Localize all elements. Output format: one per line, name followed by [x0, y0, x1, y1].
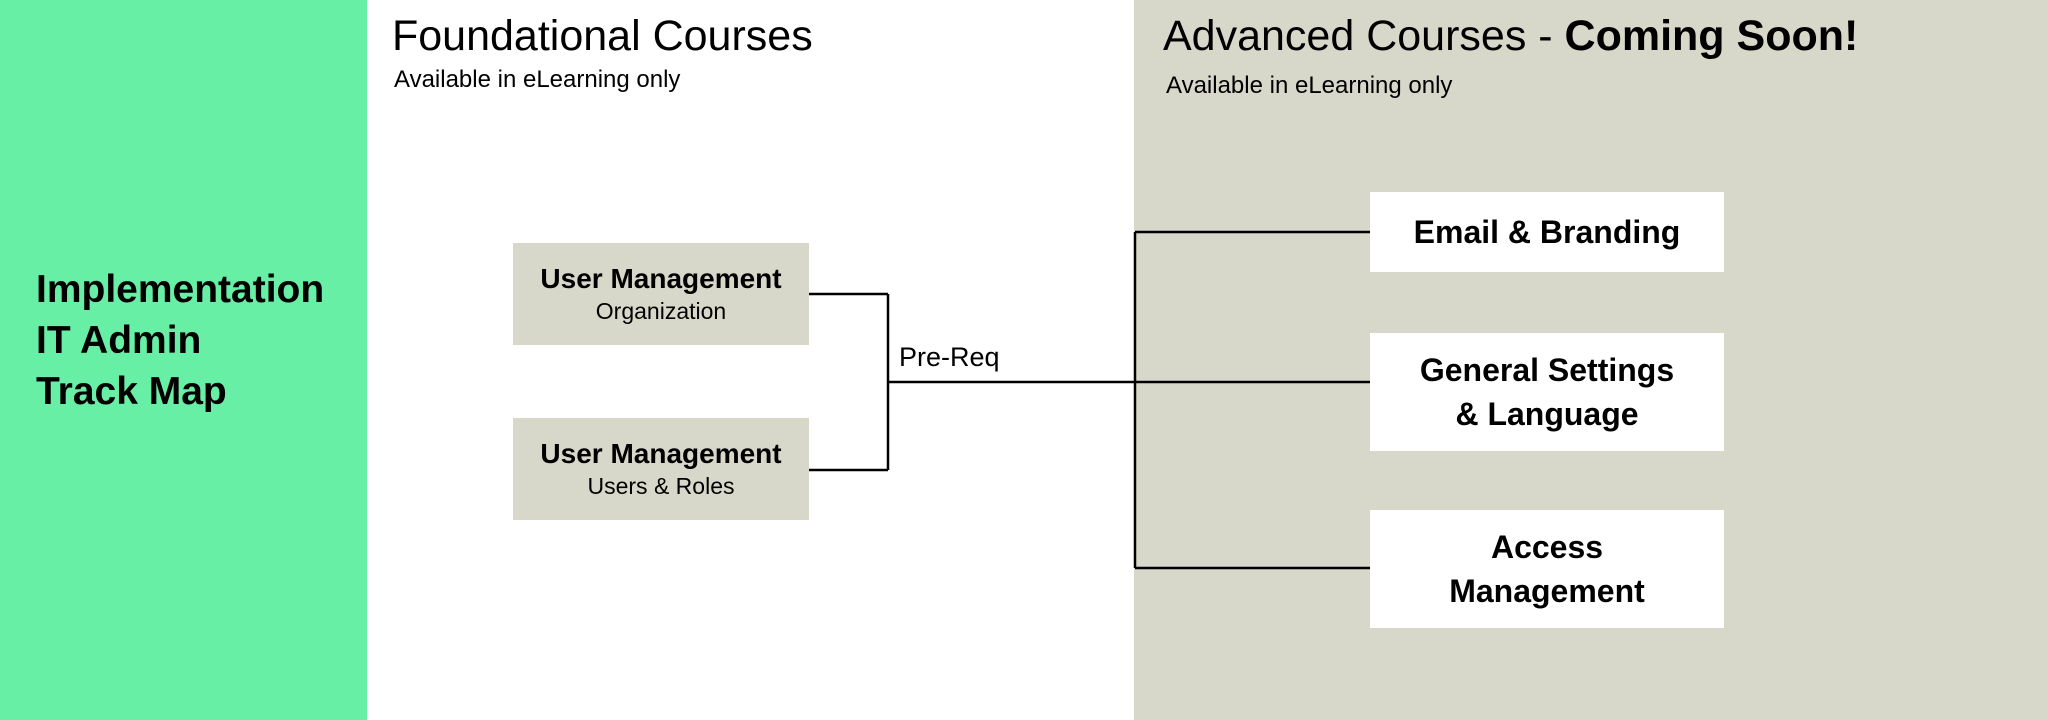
course-title-line: General Settings [1419, 352, 1675, 388]
course-box-user-management-users-roles: User Management Users & Roles [513, 418, 809, 520]
course-title: User Management [540, 263, 782, 294]
track-map-title-line: Implementation [36, 268, 325, 311]
advanced-title-prefix: Advanced Courses - [1163, 12, 1565, 60]
sidebar: Implementation IT Admin Track Map [0, 0, 367, 720]
course-title-line: Management [1449, 573, 1645, 609]
course-title: User Management [540, 438, 782, 469]
advanced-section-title: Advanced Courses - Coming Soon! [1163, 12, 1858, 61]
advanced-section-subtitle: Available in eLearning only [1166, 72, 1453, 99]
advanced-title-coming-soon: Coming Soon! [1564, 12, 1859, 60]
foundational-section-subtitle: Available in eLearning only [394, 66, 681, 93]
course-subtitle: Organization [595, 298, 727, 324]
course-box-general-settings-language: General Settings & Language [1370, 333, 1724, 451]
course-title-line: Email & Branding [1413, 214, 1681, 250]
course-subtitle: Users & Roles [587, 473, 735, 499]
course-box-email-branding: Email & Branding [1370, 192, 1724, 272]
course-box-access-management: Access Management [1370, 510, 1724, 628]
course-box-user-management-organization: User Management Organization [513, 243, 809, 345]
course-title-line: Access [1490, 529, 1604, 565]
foundational-section-title: Foundational Courses [392, 12, 813, 60]
prereq-label: Pre-Req [899, 342, 1000, 372]
track-map-title-line: Track Map [36, 370, 227, 413]
track-map-title: Implementation IT Admin Track Map [36, 264, 324, 417]
course-title-line: & Language [1455, 396, 1639, 432]
track-map-title-line: IT Admin [36, 319, 202, 362]
